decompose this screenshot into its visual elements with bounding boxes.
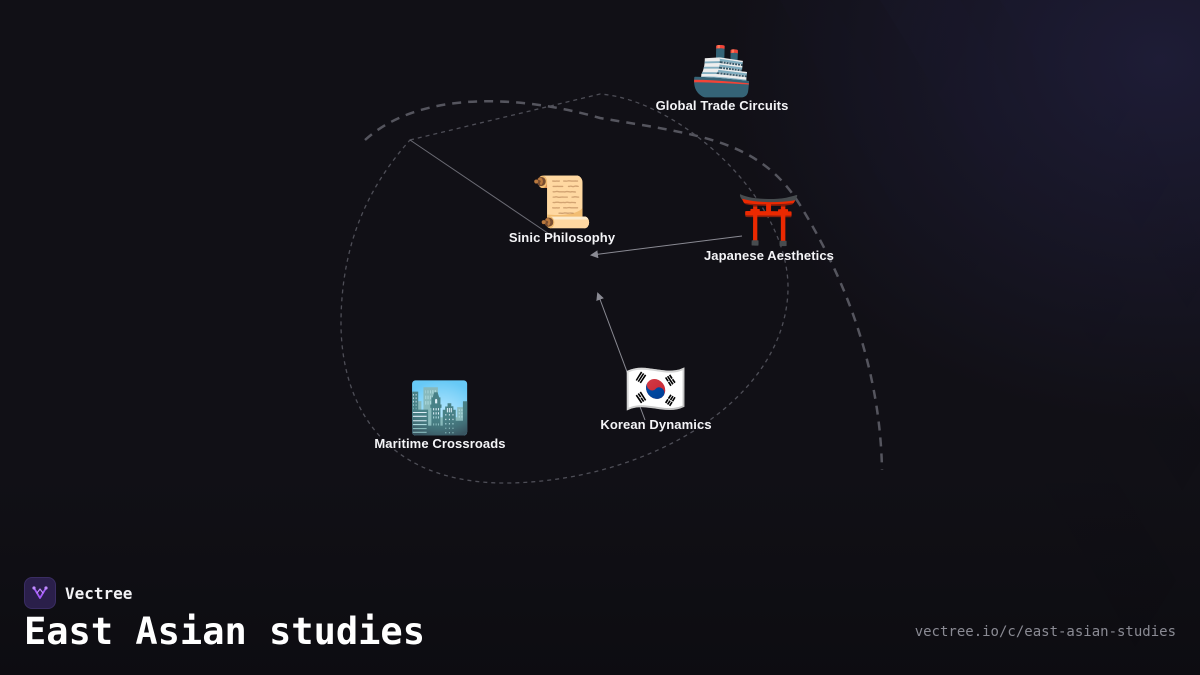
edge-japanese-to-sinic xyxy=(590,235,743,259)
node-label: Korean Dynamics xyxy=(600,417,712,432)
cluster-connector xyxy=(409,139,556,239)
brand[interactable]: Vectree xyxy=(24,577,132,609)
node-label: Maritime Crossroads xyxy=(374,436,506,451)
cluster-arc-outer xyxy=(364,100,884,471)
brand-name: Vectree xyxy=(65,583,133,603)
edge-korean-to-sinic xyxy=(596,292,646,421)
node-japanese-aesthetics[interactable]: ⛩️ Japanese Aesthetics xyxy=(704,192,834,263)
vectree-tree-icon xyxy=(24,577,56,609)
node-label: Japanese Aesthetics xyxy=(703,248,835,263)
node-label: Global Trade Circuits xyxy=(655,98,789,113)
node-global-trade-circuits[interactable]: 🚢 Global Trade Circuits xyxy=(656,42,789,113)
south-korea-flag-icon: 🇰🇷 xyxy=(624,360,688,418)
ship-icon: 🚢 xyxy=(690,41,754,99)
page-title: East Asian studies xyxy=(24,610,425,653)
node-maritime-crossroads[interactable]: 🏙️ Maritime Crossroads xyxy=(374,380,505,451)
node-korean-dynamics[interactable]: 🇰🇷 Korean Dynamics xyxy=(600,361,711,432)
city-skyline-icon: 🏙️ xyxy=(408,379,472,437)
node-label: Sinic Philosophy xyxy=(508,230,616,245)
torii-gate-icon: ⛩️ xyxy=(737,191,801,249)
scroll-icon: 📜 xyxy=(530,173,594,231)
cluster-loop xyxy=(340,93,789,484)
page-url[interactable]: vectree.io/c/east-asian-studies xyxy=(914,624,1176,640)
node-sinic-philosophy[interactable]: 📜 Sinic Philosophy xyxy=(509,174,615,245)
